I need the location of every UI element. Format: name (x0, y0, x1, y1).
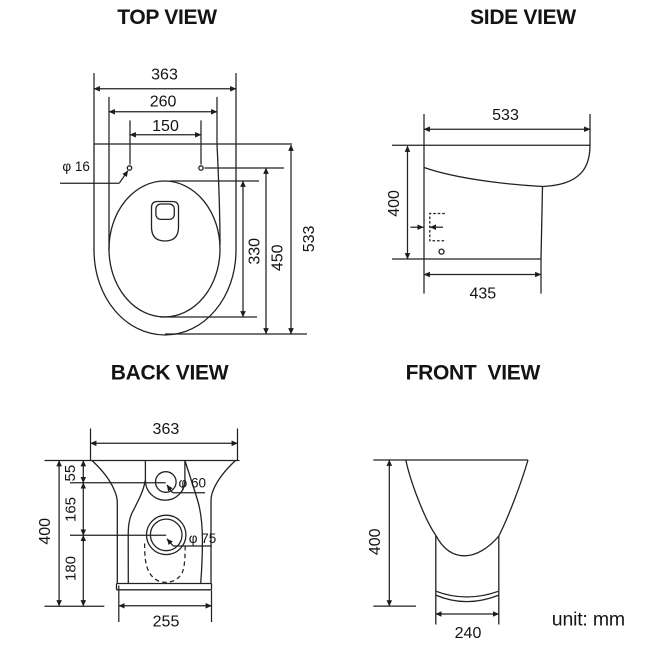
svg-text:BACK VIEW: BACK VIEW (111, 361, 229, 384)
svg-text:55: 55 (62, 465, 79, 482)
svg-text:165: 165 (62, 497, 79, 522)
svg-text:φ 75: φ 75 (189, 531, 217, 546)
svg-text:φ 16: φ 16 (62, 159, 90, 174)
svg-text:363: 363 (151, 66, 178, 83)
svg-text:400: 400 (37, 518, 54, 545)
svg-text:FRONT VIEW: FRONT VIEW (406, 361, 541, 384)
svg-text:255: 255 (153, 613, 180, 630)
svg-text:SIDE VIEW: SIDE VIEW (470, 6, 576, 29)
svg-text:363: 363 (153, 421, 180, 438)
svg-text:TOP VIEW: TOP VIEW (117, 6, 217, 29)
svg-text:450: 450 (269, 244, 286, 271)
svg-text:400: 400 (367, 528, 384, 555)
svg-text:260: 260 (150, 94, 177, 111)
svg-text:330: 330 (247, 238, 264, 265)
svg-text:unit: mm: unit: mm (552, 609, 625, 631)
svg-text:φ 60: φ 60 (179, 475, 207, 490)
svg-text:180: 180 (62, 556, 79, 581)
svg-text:435: 435 (469, 285, 496, 302)
svg-text:240: 240 (455, 625, 482, 642)
svg-text:533: 533 (492, 107, 519, 124)
svg-text:533: 533 (301, 225, 318, 252)
svg-text:150: 150 (152, 118, 179, 135)
svg-text:400: 400 (386, 190, 403, 217)
